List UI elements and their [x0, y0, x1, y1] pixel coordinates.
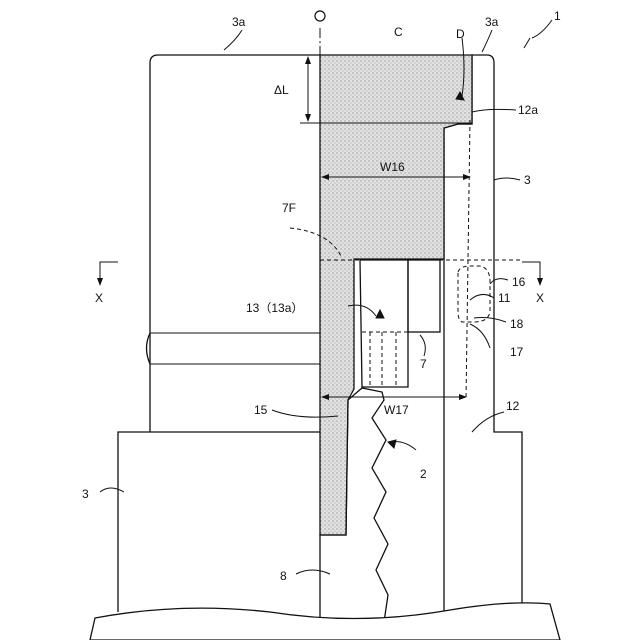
part-7-recess	[360, 260, 408, 387]
part-11-block	[408, 260, 440, 332]
label-D: D	[456, 27, 465, 41]
label-15: 15	[254, 403, 268, 417]
region-C-dotted	[320, 55, 472, 535]
label-8: 8	[280, 569, 287, 583]
label-13-13a: 13（13a）	[246, 301, 303, 315]
label-W16: W16	[380, 160, 405, 174]
label-16: 16	[512, 275, 526, 289]
label-3-right: 3	[524, 173, 531, 187]
label-3a-right: 3a	[485, 15, 499, 29]
label-7: 7	[420, 357, 427, 371]
label-1: 1	[554, 9, 561, 23]
bottom-break-line	[90, 603, 560, 640]
label-delta-L: ΔL	[274, 83, 289, 97]
dashed-inner-threads	[362, 332, 408, 386]
label-W17: W17	[384, 403, 409, 417]
label-C: C	[394, 25, 403, 39]
label-12: 12	[506, 399, 520, 413]
label-12a: 12a	[518, 103, 538, 117]
label-18: 18	[510, 317, 524, 331]
label-X-right: X	[536, 291, 544, 305]
label-7F: 7F	[282, 201, 296, 215]
dashed-region-16-18	[458, 266, 490, 322]
label-2: 2	[420, 467, 427, 481]
label-17: 17	[510, 345, 524, 359]
label-3a-left: 3a	[232, 15, 246, 29]
label-X-left: X	[95, 291, 103, 305]
label-3-left: 3	[82, 487, 89, 501]
left-body-outline	[118, 55, 320, 612]
right-body-hatched	[444, 55, 522, 616]
origin-circle	[315, 11, 325, 21]
label-11: 11	[498, 291, 511, 305]
